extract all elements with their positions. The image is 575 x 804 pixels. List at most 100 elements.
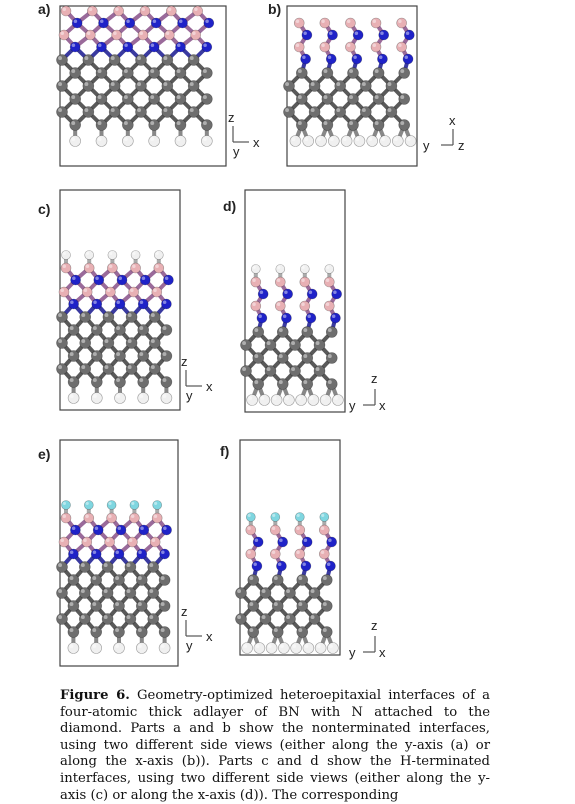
carbon-atom-highlight bbox=[374, 95, 379, 99]
nitrogen-atom bbox=[113, 548, 125, 560]
axis-z-label: z bbox=[181, 604, 188, 619]
boron-atom-highlight bbox=[301, 302, 305, 306]
figure-caption: Figure 6. Geometry-optimized heteroepita… bbox=[60, 688, 490, 804]
hydrogen-atom-highlight bbox=[155, 251, 159, 255]
carbon-atom bbox=[79, 337, 91, 349]
nitrogen-atom-highlight bbox=[115, 550, 119, 554]
boron-atom bbox=[113, 5, 124, 17]
carbon-atom-highlight bbox=[92, 352, 97, 357]
boron-atom bbox=[293, 41, 305, 53]
carbon-atom bbox=[158, 600, 171, 612]
nitrogen-atom bbox=[306, 288, 318, 300]
hydrogen-atom-highlight bbox=[309, 396, 314, 401]
boron-atom-highlight bbox=[60, 288, 64, 292]
carbon-atom-highlight bbox=[315, 367, 320, 372]
carbon-atom-highlight bbox=[126, 563, 131, 567]
nitrogen-atom bbox=[201, 41, 213, 53]
carbon-atom-highlight bbox=[163, 108, 168, 112]
carbon-atom bbox=[247, 600, 260, 612]
nitrogen-atom bbox=[150, 17, 162, 29]
boron-atom-highlight bbox=[85, 264, 90, 268]
hydrogen-atom-highlight bbox=[69, 394, 74, 399]
carbon-atom-highlight bbox=[297, 95, 302, 99]
hydrogen-atom-highlight bbox=[260, 396, 265, 401]
boron-atom-highlight bbox=[372, 19, 377, 23]
hydrogen-atom bbox=[340, 135, 353, 147]
hydrogen-atom bbox=[379, 135, 391, 147]
carbon-atom-highlight bbox=[361, 108, 366, 112]
carbon-atom bbox=[372, 93, 385, 105]
boron-atom-highlight bbox=[247, 550, 251, 554]
carbon-atom-highlight bbox=[298, 602, 303, 606]
carbon-atom-highlight bbox=[322, 628, 327, 632]
nitrogen-atom-highlight bbox=[326, 562, 331, 566]
nitrogen-atom-highlight bbox=[92, 550, 97, 554]
axis-x-label: x bbox=[253, 135, 260, 150]
hydrogen-atom bbox=[154, 250, 164, 260]
carbon-atom bbox=[147, 561, 159, 573]
nitrogen-atom bbox=[276, 560, 287, 572]
nitrogen-atom-highlight bbox=[72, 276, 76, 280]
boron-atom bbox=[245, 524, 257, 536]
carbon-atom-highlight bbox=[97, 95, 102, 99]
hydrogen-atom bbox=[302, 135, 315, 147]
axis-y-label: y bbox=[186, 638, 193, 653]
nitrogen-atom bbox=[402, 53, 414, 65]
axis-z-label: z bbox=[371, 618, 378, 633]
carbon-atom bbox=[108, 54, 121, 66]
carbon-atom bbox=[321, 67, 334, 79]
nitrogen-atom bbox=[331, 288, 342, 300]
nitrogen-atom bbox=[326, 536, 337, 548]
carbon-atom-highlight bbox=[163, 56, 168, 60]
carbon-atom-highlight bbox=[322, 602, 327, 606]
boron-atom-highlight bbox=[346, 43, 351, 47]
carbon-atom-highlight bbox=[137, 56, 141, 60]
carbon-atom bbox=[148, 93, 160, 105]
carbon-atom-highlight bbox=[139, 378, 144, 383]
nitrogen-atom bbox=[300, 53, 311, 65]
carbon-atom bbox=[108, 106, 121, 118]
hydrogen-atom bbox=[67, 392, 80, 404]
carbon-atom-highlight bbox=[115, 602, 119, 606]
nitrogen-atom bbox=[115, 524, 127, 536]
hydrogen-atom bbox=[130, 250, 141, 260]
boron-atom-highlight bbox=[62, 7, 66, 11]
carbon-atom-highlight bbox=[69, 628, 74, 632]
hydrogen-atom bbox=[174, 135, 187, 147]
carbon-atom-highlight bbox=[176, 95, 181, 99]
nitrogen-atom-highlight bbox=[328, 538, 332, 542]
carbon-atom bbox=[271, 574, 284, 586]
boron-atom bbox=[137, 29, 149, 41]
nitrogen-atom-highlight bbox=[98, 43, 102, 47]
hydrogen-atom bbox=[258, 394, 271, 406]
carbon-atom-highlight bbox=[242, 341, 246, 346]
carbon-atom bbox=[301, 352, 314, 364]
boron-atom bbox=[323, 276, 335, 288]
carbon-atom bbox=[82, 54, 95, 66]
carbon-atom-highlight bbox=[115, 576, 119, 580]
carbon-atom bbox=[136, 600, 148, 612]
carbon-atom bbox=[113, 574, 125, 586]
hydrogen-atom-highlight bbox=[71, 137, 76, 141]
carbon-atom bbox=[240, 339, 252, 351]
hydrogen-atom bbox=[324, 264, 335, 274]
carbon-atom-highlight bbox=[103, 589, 108, 593]
carbon-atom bbox=[308, 613, 321, 625]
nitrogen-atom bbox=[325, 560, 336, 572]
boron-atom-highlight bbox=[252, 278, 256, 282]
boron-atom-highlight bbox=[295, 19, 300, 23]
fluorine-atom bbox=[246, 512, 256, 522]
hydrogen-atom-highlight bbox=[272, 396, 277, 401]
boron-atom-highlight bbox=[252, 302, 256, 306]
hydrogen-atom bbox=[289, 135, 302, 147]
nitrogen-atom bbox=[124, 17, 136, 29]
boron-atom bbox=[58, 286, 70, 298]
boron-atom bbox=[107, 262, 118, 274]
carbon-atom bbox=[56, 363, 68, 375]
carbon-atom-highlight bbox=[58, 313, 62, 318]
nitrogen-atom-highlight bbox=[164, 276, 169, 280]
boron-atom bbox=[250, 276, 262, 288]
carbon-atom-highlight bbox=[150, 339, 155, 344]
boron-atom-highlight bbox=[276, 302, 281, 306]
boron-atom-highlight bbox=[320, 550, 325, 554]
